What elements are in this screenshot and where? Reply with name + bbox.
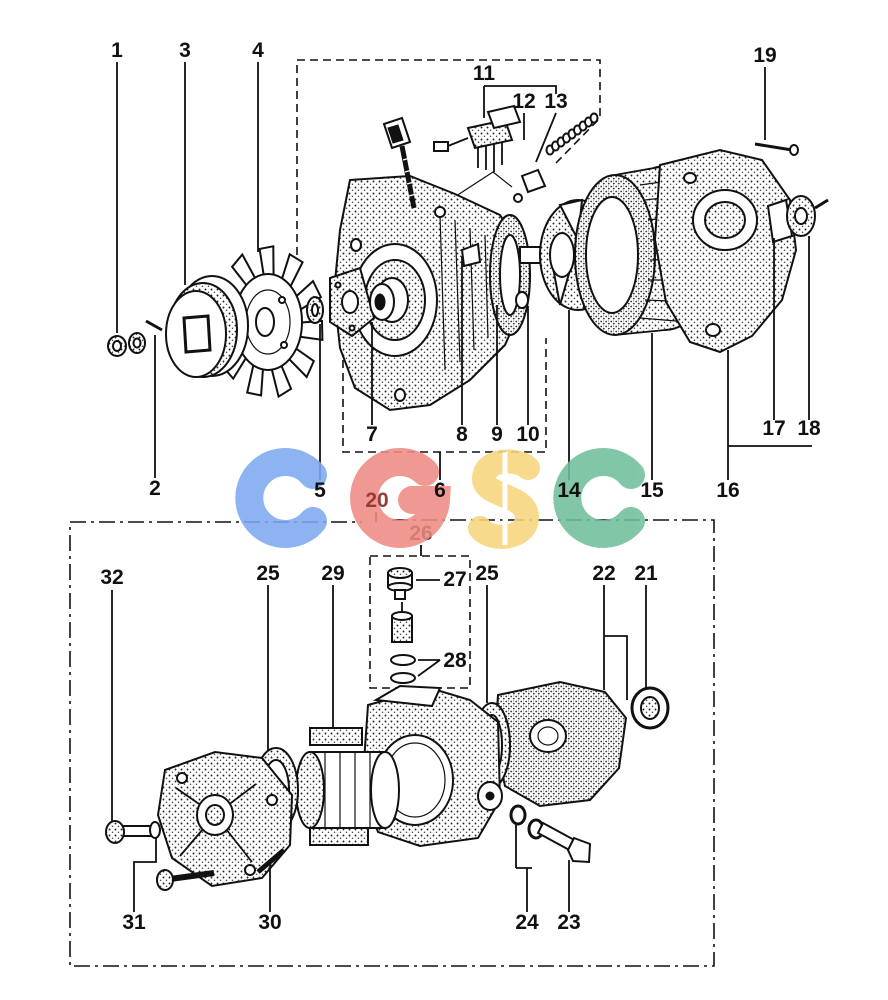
watermark-logo [235,448,645,549]
dashed-group-outline-top [296,59,601,255]
watermark-letter-g [350,448,451,548]
part-key-pin [145,319,163,332]
watermark-letter-c1 [235,448,327,548]
callout-14: 14 [557,479,581,502]
part-clip [513,168,547,203]
dashed-group-box-26 [369,555,471,689]
callout-29: 29 [321,562,344,585]
part-cap-disk [786,195,829,237]
part-seal [630,686,670,730]
callout-4: 4 [252,39,264,62]
part-small-ring [515,291,529,309]
callout-27: 27 [443,568,466,591]
callout-13: 13 [544,90,567,113]
part-bolt-23 [536,821,592,864]
callout-16: 16 [716,479,739,502]
callout-23: 23 [557,911,580,934]
callout-31: 31 [122,911,146,934]
part-bracket [460,242,482,268]
callout-10: 10 [516,423,539,446]
callout-9: 9 [491,423,503,446]
part-spring-coil [545,112,599,156]
part-spacer-plate [329,266,376,338]
part-lower-bolt [156,869,215,891]
part-washer-31 [149,821,161,839]
part-brush-holder [766,198,794,244]
callout-30: 30 [258,911,281,934]
leader-lines-bottom [111,545,647,912]
part-valve [390,602,416,684]
callout-20: 20 [365,489,388,512]
regulator-mount-lines [449,171,513,201]
callout-5: 5 [314,479,326,502]
callout-6: 6 [434,479,446,502]
callout-19: 19 [753,44,776,67]
part-ring [489,214,531,336]
callout-15: 15 [640,479,664,502]
part-end-cover [156,750,294,888]
callout-32: 32 [100,566,123,589]
watermark-letter-c2 [553,448,645,548]
callout-21: 21 [634,562,658,585]
part-washer [306,296,324,324]
callout-17: 17 [762,417,785,440]
top-assembly: 1 3 4 19 11 12 13 7 8 9 10 17 18 [107,39,829,480]
part-long-bolt [754,142,799,156]
callout-28: 28 [443,649,467,672]
part-stud [256,848,286,874]
callout-12: 12 [512,90,535,113]
callout-24: 24 [515,911,539,934]
callout-25-right: 25 [475,562,499,585]
callout-3: 3 [179,39,191,62]
coil-turn [589,112,599,124]
part-nut-washer [107,332,146,357]
leader-lines-top [116,62,812,480]
part-rear-housing [653,148,798,354]
callout-2: 2 [149,477,161,500]
part-bearing-sleeve [369,283,395,321]
part-impeller [295,727,400,846]
part-pump-cover [493,680,628,808]
callout-18: 18 [797,417,821,440]
part-front-housing [332,174,527,412]
callout-22: 22 [592,562,615,585]
dashed-group-outline-6 [342,338,547,453]
callout-8: 8 [456,423,468,446]
bottom-assembly: 26 27 28 25 29 25 22 21 32 31 30 24 23 [69,512,715,967]
callout-1: 1 [111,39,123,62]
callout-7: 7 [366,423,378,446]
part-plug [387,567,413,600]
part-plug-connector [382,116,417,209]
callout-11: 11 [473,62,496,85]
callout-25-left: 25 [256,562,280,585]
part-regulator [433,104,522,172]
part-pulley [165,275,249,378]
callouts-middle-row: 2 5 6 14 15 16 20 [149,477,740,512]
